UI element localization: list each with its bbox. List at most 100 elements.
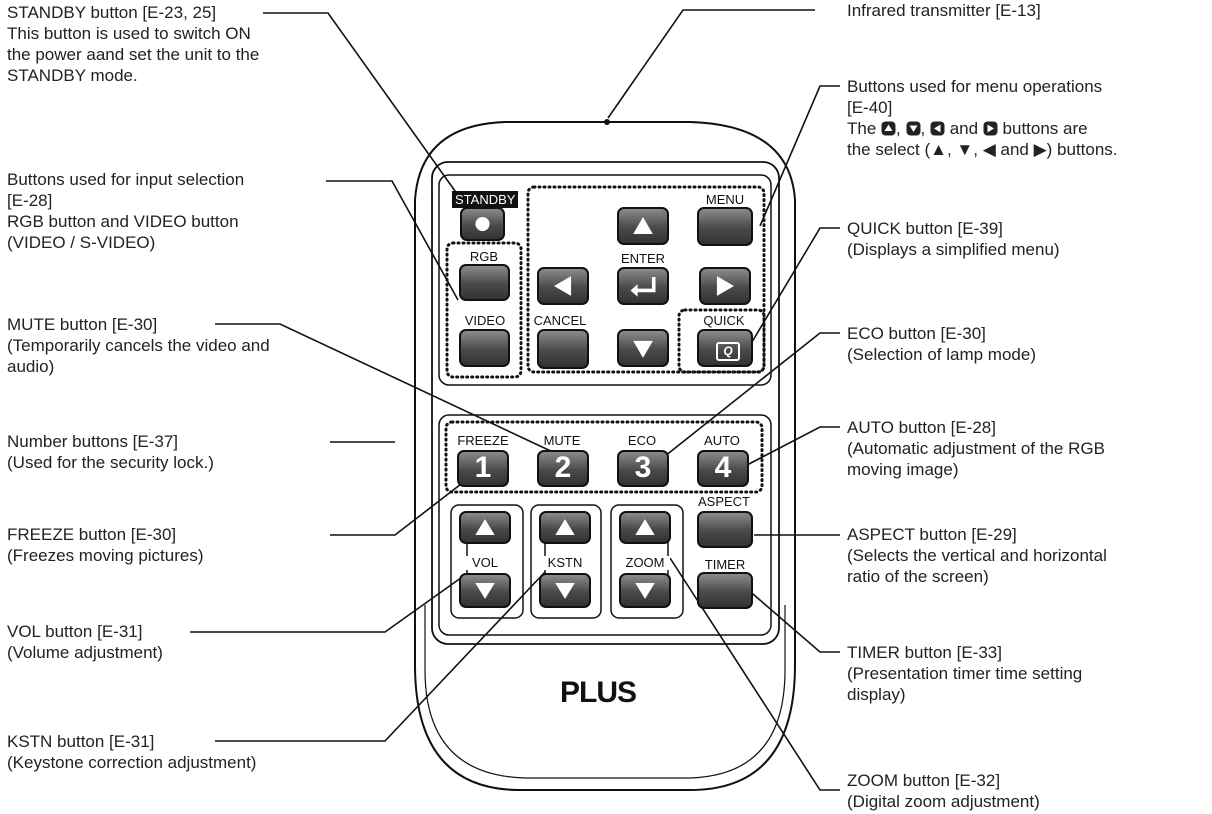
cancel-button[interactable] [537, 329, 589, 369]
remote-shell-contour [424, 605, 786, 779]
timer-label: TIMER [704, 557, 746, 572]
left-arrow-icon [554, 276, 572, 296]
remote-bottom-section [438, 414, 772, 636]
quick-q-icon: Q [716, 342, 740, 361]
callout-standby-line3: the power aand set the unit to the [7, 45, 260, 64]
callout-standby-line1: STANDBY button [E-23, 25] [7, 3, 217, 22]
callout-menu-line2: [E-40] [847, 98, 893, 117]
kstn-down-button[interactable] [539, 573, 591, 608]
callout-menu-line3-suffix: buttons are [1002, 119, 1088, 138]
callout-auto: AUTO button [E-28] (Automatic adjustment… [847, 417, 1105, 480]
callout-zoom: ZOOM button [E-32] (Digital zoom adjustm… [847, 770, 1040, 812]
kstn-up-button[interactable] [539, 511, 591, 544]
enter-button[interactable] [617, 267, 669, 305]
aspect-label: ASPECT [697, 494, 750, 509]
rgb-label: RGB [469, 249, 499, 264]
callout-kstn: KSTN button [E-31] (Keystone correction … [7, 731, 256, 773]
auto-label: AUTO [704, 433, 740, 448]
callout-auto-line2: (Automatic adjustment of the RGB [847, 439, 1105, 458]
up-arrow-icon [633, 217, 653, 235]
vol-down-arrow-icon [475, 582, 495, 599]
leader-standby [263, 12, 471, 213]
callout-quick-line1: QUICK button [E-39] [847, 219, 1003, 238]
number-3-button[interactable]: 3 [617, 450, 669, 487]
callout-menu-line3-and: and [949, 119, 979, 138]
callout-auto-line1: AUTO button [E-28] [847, 418, 996, 437]
callout-menu-line3: The , , and buttons are [847, 118, 1118, 139]
callout-timer-line3: display) [847, 685, 906, 704]
callout-input-line4: (VIDEO / S-VIDEO) [7, 233, 156, 252]
timer-button[interactable] [697, 572, 753, 609]
freeze-label: FREEZE [457, 433, 509, 448]
callout-eco-line2: (Selection of lamp mode) [847, 345, 1036, 364]
callout-zoom-line2: (Digital zoom adjustment) [847, 792, 1040, 811]
right-button[interactable] [699, 267, 751, 305]
left-button[interactable] [537, 267, 589, 305]
zoom-down-button[interactable] [619, 573, 671, 608]
infrared-dot [604, 119, 610, 125]
cancel-label: CANCEL [533, 313, 587, 328]
callout-standby-line2: This button is used to switch ON [7, 24, 251, 43]
vol-down-button[interactable] [459, 573, 511, 608]
kstn-up-arrow-icon [555, 519, 575, 535]
callout-vol-line2: (Volume adjustment) [7, 643, 163, 662]
callout-timer-line2: (Presentation timer time setting [847, 664, 1083, 683]
right-key-mini-icon [983, 121, 998, 136]
quick-button[interactable]: Q [697, 329, 753, 367]
vol-up-button[interactable] [459, 511, 511, 544]
menu-label: MENU [705, 192, 745, 207]
leader-timer [745, 587, 840, 653]
standby-button[interactable] [460, 207, 505, 241]
callout-vol-line1: VOL button [E-31] [7, 622, 143, 641]
callout-menu: Buttons used for menu operations [E-40] … [847, 76, 1118, 160]
callout-eco-line1: ECO button [E-30] [847, 324, 986, 343]
leader-lines [190, 9, 840, 791]
up-button[interactable] [617, 207, 669, 245]
quick-group-outline [677, 308, 766, 374]
callout-freeze: FREEZE button [E-30] (Freezes moving pic… [7, 524, 204, 566]
leader-infrared [607, 9, 815, 119]
down-key-mini-icon [906, 121, 920, 136]
callout-timer: TIMER button [E-33] (Presentation timer … [847, 642, 1082, 705]
callout-menu-line4: the select (▲, ▼, ◀ and ▶) buttons. [847, 140, 1118, 159]
leader-menu [759, 85, 840, 227]
leader-auto [746, 426, 840, 466]
kstn-down-arrow-icon [555, 582, 575, 599]
enter-label: ENTER [620, 251, 666, 266]
leader-vol [190, 574, 466, 633]
callout-eco: ECO button [E-30] (Selection of lamp mod… [847, 323, 1036, 365]
callout-mute-line1: MUTE button [E-30] [7, 315, 158, 334]
callout-freeze-line2: (Freezes moving pictures) [7, 546, 204, 565]
aspect-button[interactable] [697, 511, 753, 548]
zoom-down-arrow-icon [635, 582, 655, 599]
mute-label: MUTE [543, 433, 581, 448]
leader-eco [654, 332, 840, 465]
callout-vol: VOL button [E-31] (Volume adjustment) [7, 621, 163, 663]
kstn-label: KSTN [540, 556, 590, 570]
callout-number-line1: Number buttons [E-37] [7, 432, 179, 451]
right-arrow-icon [716, 276, 734, 296]
enter-return-icon [630, 277, 656, 297]
callout-mute-line2: (Temporarily cancels the video and [7, 336, 270, 355]
callout-auto-line3: moving image) [847, 460, 959, 479]
video-button[interactable] [459, 329, 510, 367]
number-1-button[interactable]: 1 [457, 450, 509, 487]
rgb-button[interactable] [459, 264, 510, 301]
vol-label: VOL [462, 556, 508, 570]
callout-input-line3: RGB button and VIDEO button [7, 212, 239, 231]
zoom-up-button[interactable] [619, 511, 671, 544]
callout-standby: STANDBY button [E-23, 25] This button is… [7, 2, 259, 86]
leader-zoom [669, 557, 840, 791]
zoom-box [610, 504, 684, 619]
standby-dot-icon [475, 216, 490, 232]
zoom-up-arrow-icon [635, 519, 655, 535]
menu-button[interactable] [697, 207, 753, 246]
callout-number: Number buttons [E-37] (Used for the secu… [7, 431, 214, 473]
leader-freeze [330, 473, 475, 536]
callout-mute-line3: audio) [7, 357, 55, 376]
number-2-button[interactable]: 2 [537, 450, 589, 487]
down-button[interactable] [617, 329, 669, 367]
left-key-mini-icon [930, 121, 945, 136]
number-4-button[interactable]: 4 [697, 450, 749, 487]
callout-freeze-line1: FREEZE button [E-30] [7, 525, 177, 544]
